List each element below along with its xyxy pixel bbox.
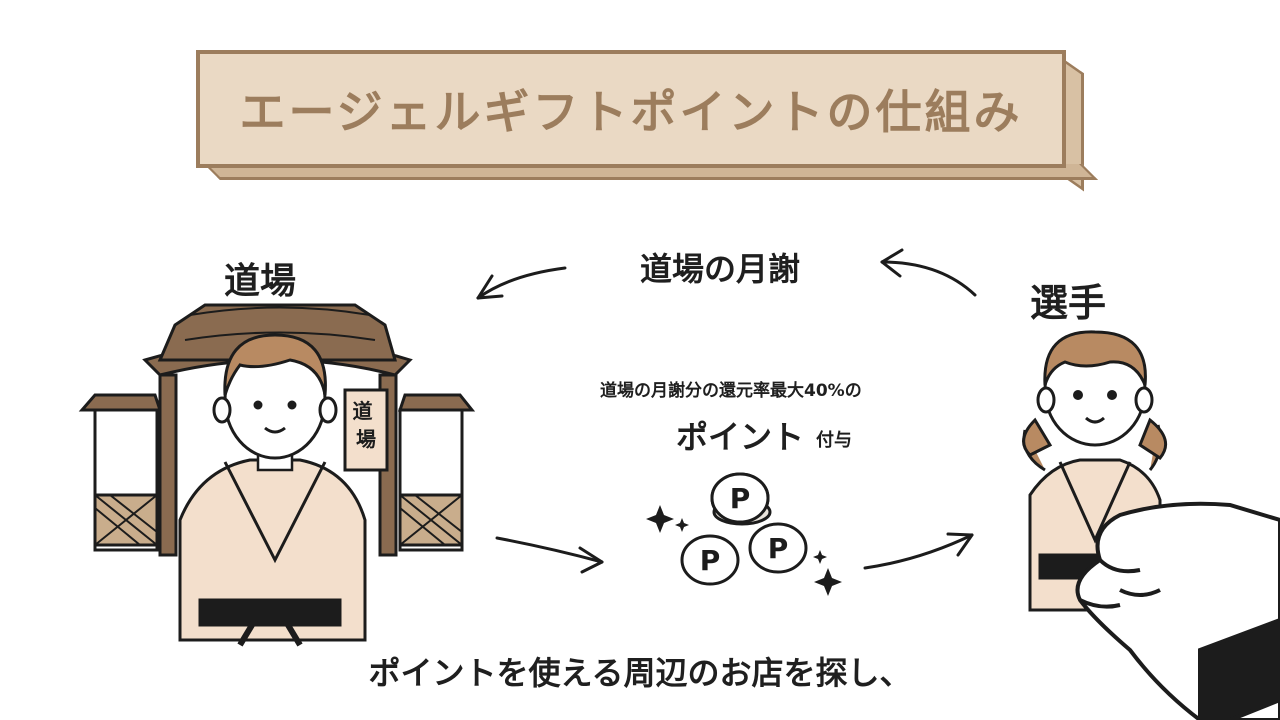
title-board [196, 50, 1066, 168]
arrow-dojo-to-points [495, 536, 604, 564]
point-label: ポイント [676, 418, 805, 456]
svg-text:P: P [768, 532, 789, 565]
arrow-points-to-senshu [863, 533, 974, 570]
arrow-fee-to-dojo [476, 266, 567, 300]
dojo-sign-text: 道 場 [353, 399, 380, 451]
drawing-hand-illustration [1075, 501, 1280, 720]
page-title: エージェルギフトポイントの仕組み [239, 85, 1023, 139]
svg-text:P: P [730, 482, 751, 515]
athlete-label: 選手 [1030, 281, 1107, 325]
grant-label: 付与 [816, 430, 852, 451]
point-coins-illustration: P P P [646, 472, 842, 596]
subtitle-caption: ポイントを使える周辺のお店を探し、 [368, 654, 912, 692]
flow-arrows [476, 248, 977, 574]
monthly-fee-label: 道場の月謝 [640, 250, 801, 288]
dojo-building-illustration [78, 303, 476, 557]
svg-text:P: P [700, 544, 721, 577]
dojo-label: 道場 [224, 261, 297, 302]
dojo-instructor-illustration [178, 333, 367, 647]
arrow-senshu-to-fee [880, 260, 977, 297]
reward-description: 道場の月謝分の還元率最大40%の [600, 381, 862, 401]
